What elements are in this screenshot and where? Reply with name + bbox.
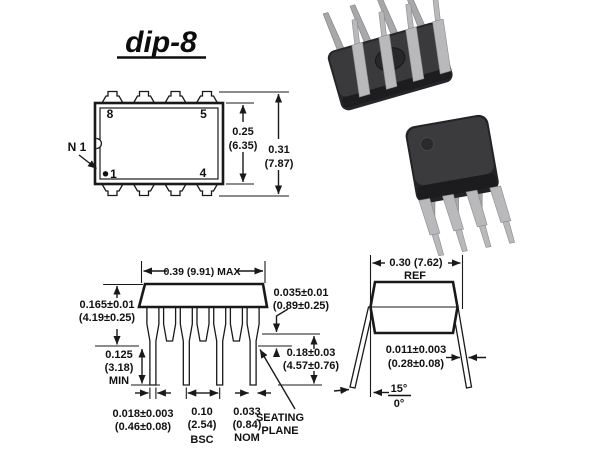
chip-body-edge [417,173,497,200]
leader-arrow [259,349,296,410]
dim-tip: 0.18±0.03 (4.57±0.76) [278,335,340,386]
side-view: 0.30 (7.62) REF 0.011±0.003 (0.28±0.08) … [333,255,486,410]
dim-label: 0.018±0.003 [112,408,173,420]
dim-label: 0.011±0.003 [386,344,446,356]
topview-body-outline [93,101,225,186]
dim-lead-width: 0.018±0.003 (0.46±0.08) [112,387,174,433]
dim-label: 0.18±0.03 [287,347,336,359]
pin1-index-notch [96,137,102,150]
dim-lead-length: 0.125 (3.18) MIN [105,348,160,387]
dim-label: (0.84) [233,419,262,431]
chip-front-pins [351,0,452,98]
frontview-leads [146,306,260,386]
dim-label: (4.19±0.25) [79,312,136,324]
dim-label: 0.39 (9.91) MAX [163,266,240,278]
chip-front-pins [418,185,515,257]
photo-dip8-inverted [322,0,453,111]
dim-pitch: 0.10 (2.54) BSC [185,387,221,446]
pin-number-1: 1 [110,167,117,181]
chip-pin [465,189,492,248]
topview-pin [100,183,125,197]
dim-label: (6.35) [229,140,258,152]
frontview-body [137,282,269,309]
dim-label: (7.87) [265,158,294,170]
topview-pin [132,90,156,104]
frontview-lead-back [196,306,210,342]
chip-pin [405,2,425,83]
photo-dip8-upright [405,114,515,257]
dim-label: (4.57±0.76) [283,360,340,372]
dim-row-width: 0.30 (7.62) REF [372,257,461,282]
chip-pin [351,18,371,98]
chip-pin [322,12,346,54]
page-title: dip-8 [125,26,197,59]
frontview-lead [213,306,227,386]
seating-plane-label: SEATING [256,412,304,424]
frontview-lead [179,306,193,386]
dim-label: (2.54) [188,419,217,431]
chip-pin [378,10,398,90]
frontview-lead-back [162,306,177,342]
topview-pin [163,183,188,197]
chip-pin [489,185,515,244]
pin1-dot [102,171,109,177]
seating-plane-label: PLANE [261,425,298,437]
dim-label: 0.25 [232,126,253,138]
dim-label: (3.18) [105,362,134,374]
pin-number-5: 5 [200,107,207,121]
top-view-dimensions: 0.25 (6.35) 0.31 (7.87) [219,91,294,197]
top-view: 8 5 1 4 N 1 [68,90,225,197]
dim-label: 0.10 [191,406,212,418]
dim-label: 0.033 [233,406,261,418]
title-block: dip-8 [117,26,206,59]
topview-pin [195,183,219,197]
dim-arrow [333,386,350,394]
dim-length-max: 0.39 (9.91) MAX [140,261,266,283]
topview-pins-top [100,90,219,104]
frontview-lead [246,306,260,386]
dim-lead-angle: 15° 0° [333,383,411,410]
dim-label: (0.89±0.25) [273,300,330,312]
dim-label: (0.46±0.08) [115,421,172,433]
pin-number-4: 4 [200,166,207,180]
angle-max-label: 15° [391,383,408,395]
chip-body-face [407,117,494,186]
dim-body-height: 0.165±0.01 (4.19±0.25) [79,283,143,345]
topview-pin [132,183,156,197]
dim-label: 0.165±0.01 [80,299,135,311]
chip-pin [418,198,445,257]
pin-number-8: 8 [107,107,114,121]
topview-pin [100,90,125,104]
chip-pin [432,0,452,75]
dim-leader-arrow [272,308,289,333]
dim-label: 0.30 (7.62) [389,257,443,269]
dim-overall-width: 0.31 (7.87) [219,91,294,197]
dim-label: REF [404,270,426,282]
angle-min-label: 0° [394,398,405,410]
front-view-dimensions: 0.39 (9.91) MAX 0.165±0.01 (4.19±0.25) 0… [79,261,340,446]
topview-pins-bottom [100,183,219,197]
topview-pin [163,90,188,104]
dim-label: BSC [190,434,213,446]
pin1-callout-label: N 1 [68,140,87,154]
frontview-lead [146,306,160,386]
dim-label: NOM [234,432,260,444]
dim-lead-thickness: 0.011±0.003 (0.28±0.08) [386,344,486,370]
dim-label: 0.31 [268,144,289,156]
front-view [95,282,320,386]
topview-pin [195,90,219,104]
dim-label: 0.125 [105,349,133,361]
dim-label: MIN [109,375,129,387]
seating-plane-callout: SEATING PLANE [256,349,304,437]
dim-label: (0.28±0.08) [388,358,445,370]
chip-pin [442,193,468,252]
dim-lead-nom: 0.033 (0.84) NOM [233,389,271,444]
dim-body-width: 0.25 (6.35) [226,102,258,185]
dim-label: 0.035±0.01 [274,287,329,299]
pin1-callout-arrow [78,154,97,170]
frontview-lead-back [229,306,244,342]
dim-shoulder: 0.035±0.01 (0.89±0.25) [272,287,330,358]
chip-dimple [420,137,435,151]
